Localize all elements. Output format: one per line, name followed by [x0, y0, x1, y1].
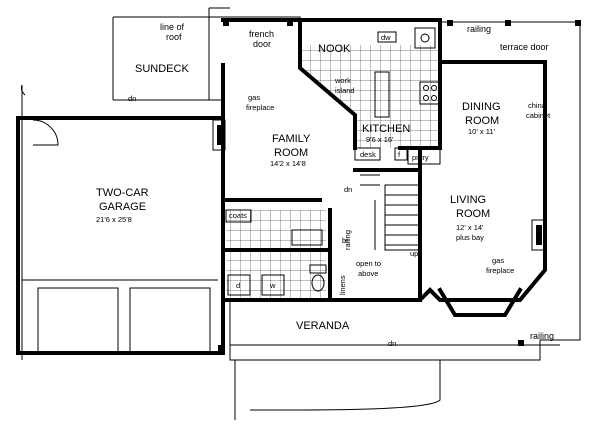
living-bay-window	[437, 287, 523, 317]
bathroom-fixtures	[225, 209, 327, 296]
stair-railing-label: railing	[343, 230, 352, 250]
french-door-label-2: door	[253, 39, 271, 49]
room-size-living: 12' x 14'	[456, 223, 484, 232]
desk-label: desk	[360, 150, 376, 159]
labels: SUNDECK NOOK KITCHEN 9'6 x 16' DINING RO…	[96, 22, 554, 348]
room-label-living: LIVING	[450, 194, 486, 206]
bathroom-label: br	[342, 236, 349, 245]
room-label-sundeck: SUNDECK	[135, 63, 189, 75]
room-label-family: FAMILY	[272, 133, 311, 145]
gas-fireplace-left-label-1: gas	[248, 93, 260, 102]
room-label-dining: DINING	[462, 101, 501, 113]
veranda-outline	[229, 20, 581, 420]
work-island-label-1: work	[334, 76, 351, 85]
linens-label: linens	[338, 275, 347, 295]
coats-label: coats	[229, 211, 247, 220]
railing-bottom-label: railing	[530, 331, 554, 341]
stair-up-label: up	[410, 249, 418, 258]
railing-top-label: railing	[467, 24, 491, 34]
work-island-label-2: island	[335, 86, 355, 95]
room-size-garage: 21'6 x 25'8	[96, 215, 132, 224]
room-label-nook: NOOK	[318, 43, 351, 55]
tile-floor-areas	[226, 45, 440, 300]
sundeck-dn-label: dn	[128, 94, 136, 103]
room-size-kitchen: 9'6 x 16'	[366, 135, 394, 144]
fridge-label: f	[398, 150, 401, 159]
pantry-label: pntry	[412, 153, 429, 162]
posts	[218, 20, 581, 351]
room-label-family-2: ROOM	[274, 147, 308, 159]
fireplaces	[212, 119, 545, 251]
room-label-garage-2: GARAGE	[99, 201, 146, 213]
room-size-family: 14'2 x 14'8	[270, 159, 306, 168]
open-to-above-label-1: open to	[356, 259, 381, 268]
french-door-label-1: french	[249, 29, 274, 39]
china-cabinet-label-1: china	[528, 101, 547, 110]
dryer-label: d	[236, 281, 240, 290]
room-label-dining-2: ROOM	[465, 115, 499, 127]
terrace-door-label: terrace door	[500, 42, 549, 52]
open-to-above-label-2: above	[358, 269, 378, 278]
washer-label: w	[269, 281, 276, 290]
room-label-kitchen: KITCHEN	[362, 123, 410, 135]
staircase	[360, 174, 421, 251]
room-label-veranda: VERANDA	[296, 320, 350, 332]
room-label-living-2: ROOM	[456, 208, 490, 220]
gas-fireplace-right-label-2: fireplace	[486, 266, 514, 275]
dishwasher-label: dw	[381, 33, 391, 42]
room-bay-living: plus bay	[456, 233, 484, 242]
room-size-dining: 10' x 11'	[468, 127, 495, 136]
gas-fireplace-right-label-1: gas	[492, 256, 504, 265]
line-of-roof-label-2: roof	[166, 32, 182, 42]
line-of-roof-label-1: line of	[160, 22, 185, 32]
stair-dn-label: dn	[344, 185, 352, 194]
china-cabinet-label-2: cabinet	[526, 111, 551, 120]
veranda-dn-label: dn	[388, 339, 396, 348]
gas-fireplace-left-label-2: fireplace	[246, 103, 274, 112]
kitchen-fixtures	[354, 27, 441, 165]
room-label-garage: TWO-CAR	[96, 187, 149, 199]
